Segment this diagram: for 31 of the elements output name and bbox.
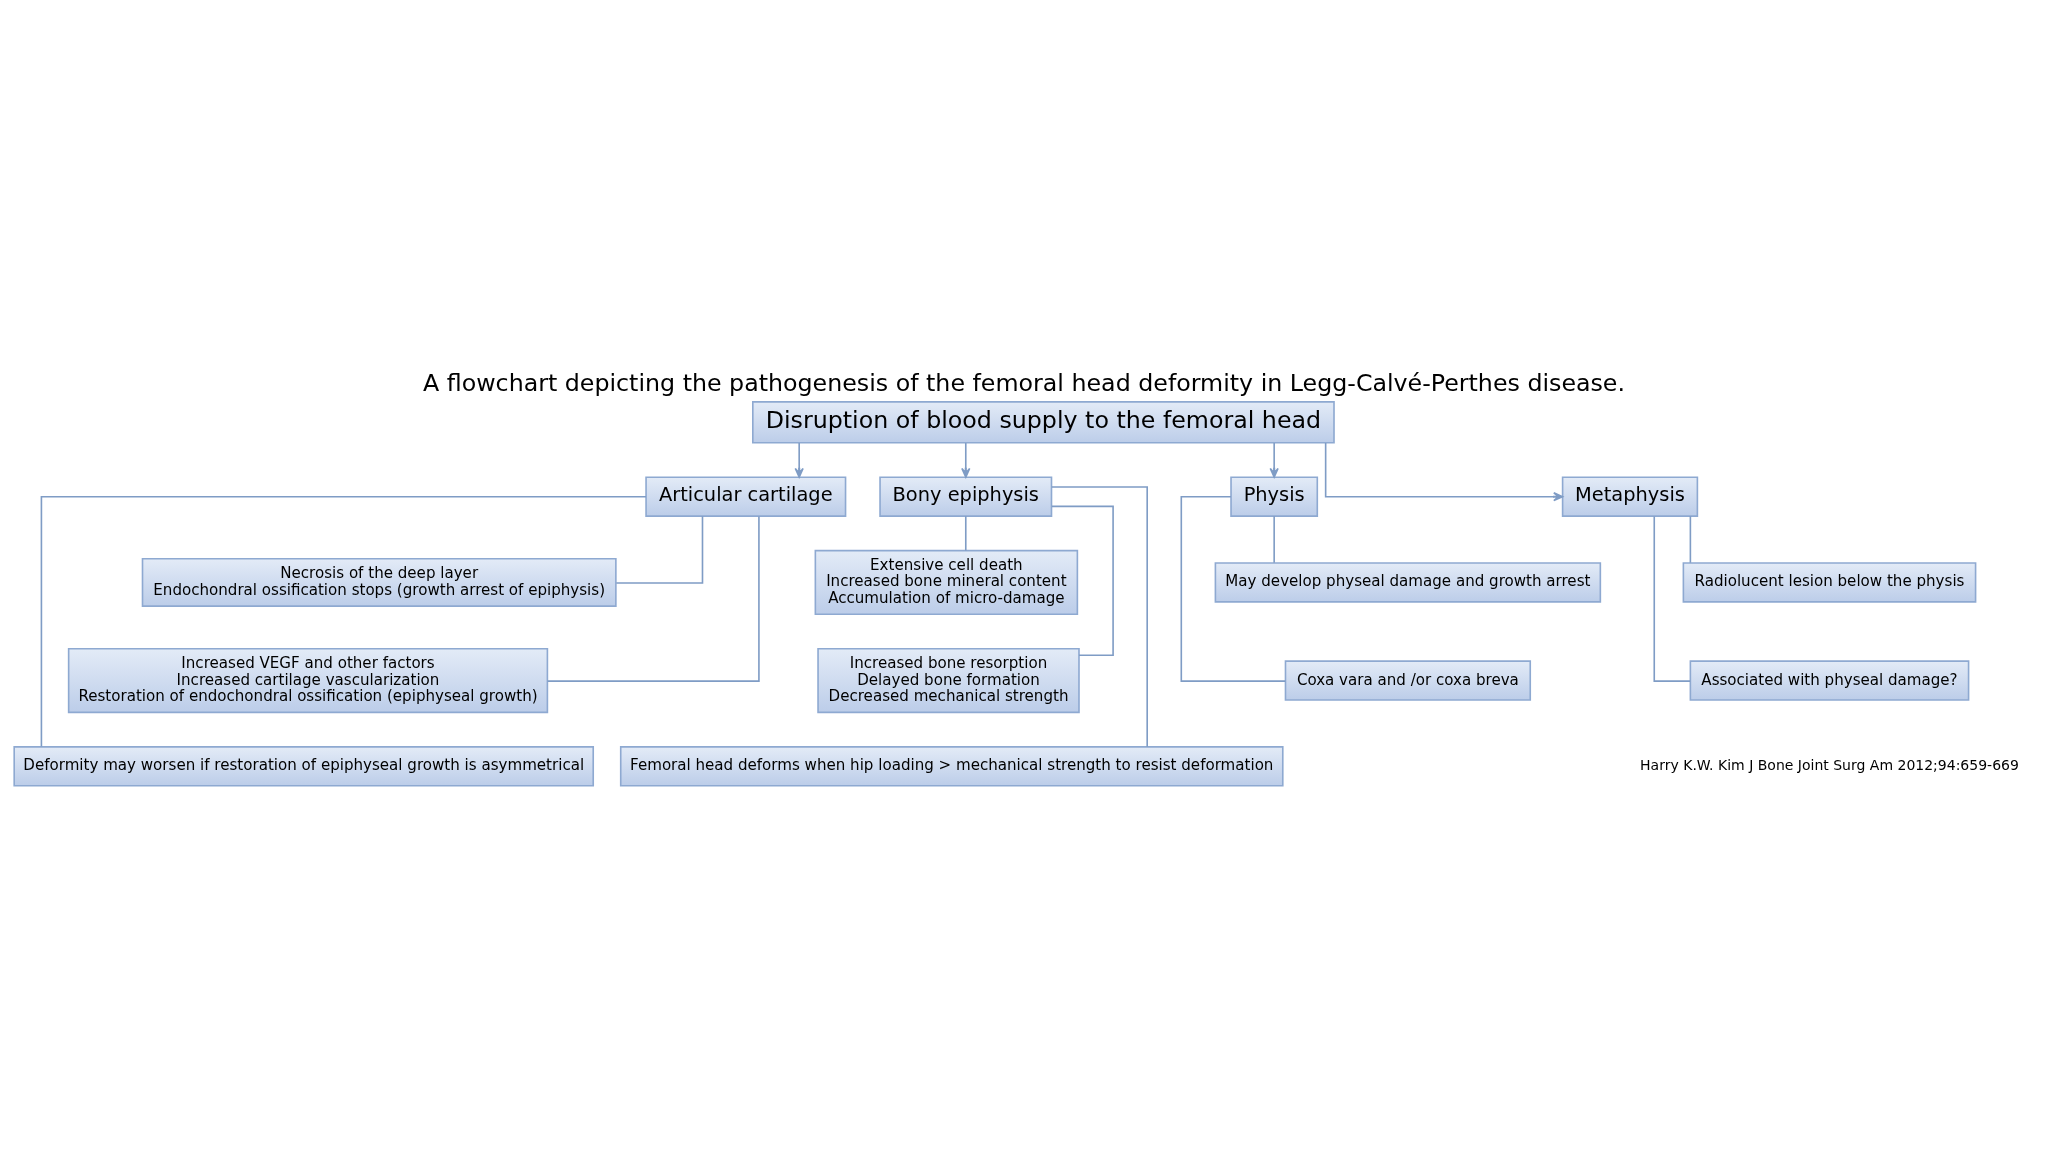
node-box: Femoral head deforms when hip loading > mechanical strength to resist deformation	[619, 745, 1284, 786]
node-box: Associated with physeal damage?	[1689, 659, 1970, 701]
node-box: May develop physeal damage and growth arrest	[1214, 561, 1602, 603]
node-box: Increased bone resorption Delayed bone formation Decreased mechanical strength	[817, 647, 1080, 713]
connector	[1689, 514, 1692, 564]
node-box: Coxa vara and /or coxa breva	[1284, 659, 1532, 701]
connector	[546, 515, 760, 682]
connector	[615, 514, 704, 584]
arrow	[1324, 441, 1564, 501]
node-box: Articular cartilage	[645, 476, 847, 517]
node-box: Radiolucent lesion below the physis	[1682, 561, 1977, 603]
connector	[1653, 515, 1691, 682]
node-box: Increased VEGF and other factors Increased cartilage vascularization Restoration of endochondral ossification (epiphyseal growth)	[67, 647, 549, 713]
arrow	[961, 441, 971, 478]
node-box: Extensive cell death Increased bone mineral content Accumulation of micro-damage	[814, 549, 1079, 615]
connector	[1050, 485, 1148, 747]
connector	[40, 495, 647, 747]
connector	[1180, 495, 1287, 682]
connector	[1273, 514, 1275, 564]
diagram-title: A flowchart depicting the pathogenesis of the femoral head deformity in Legg-Calvé-Perthes disease.	[422, 368, 1626, 397]
node-box: Bony epiphysis	[879, 476, 1053, 517]
node-box: Physis	[1230, 476, 1319, 517]
connector	[1051, 505, 1114, 656]
node-box: Necrosis of the deep layer Endochondral ossification stops (growth arrest of epiphysis)	[141, 557, 617, 607]
node-box: Deformity may worsen if restoration of epiphyseal growth is asymmetrical	[13, 745, 595, 786]
label: Harry K.W. Kim J Bone Joint Surg Am 2012;94:659-669	[1640, 756, 2019, 773]
node-box: Disruption of blood supply to the femoral head	[752, 400, 1335, 444]
connector	[964, 514, 967, 551]
arrow	[794, 441, 804, 478]
node-box: Metaphysis	[1561, 476, 1699, 517]
arrow	[1269, 441, 1279, 478]
